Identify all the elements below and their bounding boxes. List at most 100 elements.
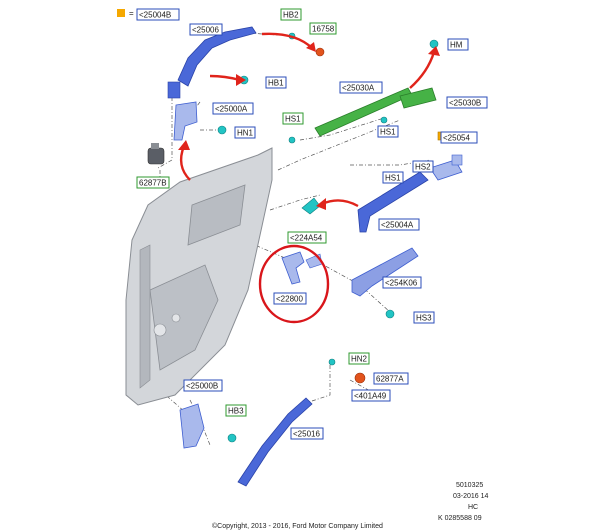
callout-text: HM (450, 41, 463, 50)
callout-text: HS1 (385, 174, 401, 183)
callout-25016: <25016 (290, 427, 324, 440)
callout-text: HS3 (416, 314, 432, 323)
callout-frame (378, 218, 420, 231)
callout-frame (225, 404, 247, 417)
callout-25000b: <25000B (183, 379, 223, 392)
callout-254k06: <254K06 (382, 276, 422, 289)
callout-frame (136, 176, 170, 189)
callout-25054: <25054 (440, 131, 478, 144)
callout-hn2: HN2 (348, 352, 370, 365)
callout-hs1b: HS1 (377, 125, 399, 138)
callout-62877a: 62877A (373, 372, 409, 385)
door-stop-62877b (147, 143, 165, 165)
callout-frame (290, 427, 324, 440)
legend: = (117, 9, 134, 18)
callout-text: HS1 (285, 115, 301, 124)
callout-frame (413, 311, 435, 324)
footer-ref-1: 5010325 (456, 482, 483, 489)
callout-22800: <22800 (273, 292, 307, 305)
callout-frame (309, 22, 337, 35)
callout-text: HB2 (283, 11, 299, 20)
upper-roller-bracket (173, 101, 198, 141)
center-roller-bracket (429, 154, 463, 181)
callout-frame (382, 276, 422, 289)
callout-text: <224A54 (290, 234, 323, 243)
callout-frame (183, 379, 223, 392)
legend-marker (117, 9, 125, 17)
callout-text: HN1 (237, 129, 254, 138)
callout-text: <401A49 (354, 392, 387, 401)
callout-text: HS1 (380, 128, 396, 137)
callout-frame (212, 102, 254, 115)
footer-ref-3: HC (468, 504, 478, 511)
highlight-circle (258, 244, 330, 324)
callout-hn1: HN1 (234, 126, 256, 139)
callout-25030b: <25030B (446, 96, 488, 109)
callout-frame (234, 126, 256, 139)
lower-roller-bracket (179, 403, 205, 449)
callout-text: <25030A (342, 84, 375, 93)
callout-text: <25030B (449, 99, 481, 108)
callout-frame (351, 389, 391, 402)
callout-62877b: 62877B (136, 176, 170, 189)
callout-hs1a: HS1 (282, 112, 304, 125)
callout-frame (446, 96, 488, 109)
callout-frame (412, 160, 434, 173)
callout-text: <25000A (215, 105, 248, 114)
lower-hinge-22800 (281, 251, 323, 285)
center-rail-cover (314, 87, 437, 137)
upper-rail (167, 26, 257, 99)
callout-frame (373, 372, 409, 385)
callout-frame (447, 38, 469, 51)
callout-text: HB1 (268, 79, 284, 88)
callout-text: <25000B (186, 382, 218, 391)
callout-frame (280, 8, 302, 21)
lower-track-cover (351, 247, 419, 297)
callout-hm: HM (447, 38, 469, 51)
callout-hs1c: HS1 (382, 171, 404, 184)
callout-25004a: <25004A (378, 218, 420, 231)
callout-25006: <25006 (189, 23, 223, 36)
callout-text: <22800 (276, 295, 303, 304)
callout-frame (377, 125, 399, 138)
callout-224a54: <224A54 (287, 231, 327, 244)
callout-frame (273, 292, 307, 305)
callout-text: HB3 (228, 407, 244, 416)
callout-frame (265, 76, 287, 89)
callout-frame (136, 8, 180, 21)
arrow-heads (178, 42, 440, 210)
callout-hs3: HS3 (413, 311, 435, 324)
footer-copyright: ©Copyright, 2013 - 2016, Ford Motor Comp… (212, 522, 383, 530)
callout-25004b: <25004B (136, 8, 180, 21)
callout-401a49: <401A49 (351, 389, 391, 402)
callout-text: 16758 (312, 25, 335, 34)
footer-ref-4: K 0285588 09 (438, 515, 482, 522)
rubber-stops (315, 47, 366, 384)
lower-rail (237, 397, 313, 487)
callout-frame (189, 23, 223, 36)
footer: 5010325 03-2016 14 HC K 0285588 09 ©Copy… (212, 482, 489, 530)
callout-text: HN2 (351, 355, 368, 364)
callout-text: <254K06 (385, 279, 418, 288)
callout-text: <25004B (139, 11, 171, 20)
callout-frame (287, 231, 327, 244)
callout-frame (382, 171, 404, 184)
callout-text: <25004A (381, 221, 414, 230)
legend-equals: = (129, 9, 134, 18)
callout-text: <25054 (443, 134, 470, 143)
callout-hs2: HS2 (412, 160, 434, 173)
callout-16758: 16758 (309, 22, 337, 35)
callout-text: <25016 (293, 430, 320, 439)
callout-frame (440, 131, 478, 144)
callout-frame (348, 352, 370, 365)
sliding-door-panel (125, 147, 273, 406)
callout-text: HS2 (415, 163, 431, 172)
callout-hb1: HB1 (265, 76, 287, 89)
callout-text: <25006 (192, 26, 219, 35)
callout-frame (339, 81, 383, 94)
callout-text: 62877B (139, 179, 167, 188)
callout-hb2: HB2 (280, 8, 302, 21)
callout-25030a: <25030A (339, 81, 383, 94)
